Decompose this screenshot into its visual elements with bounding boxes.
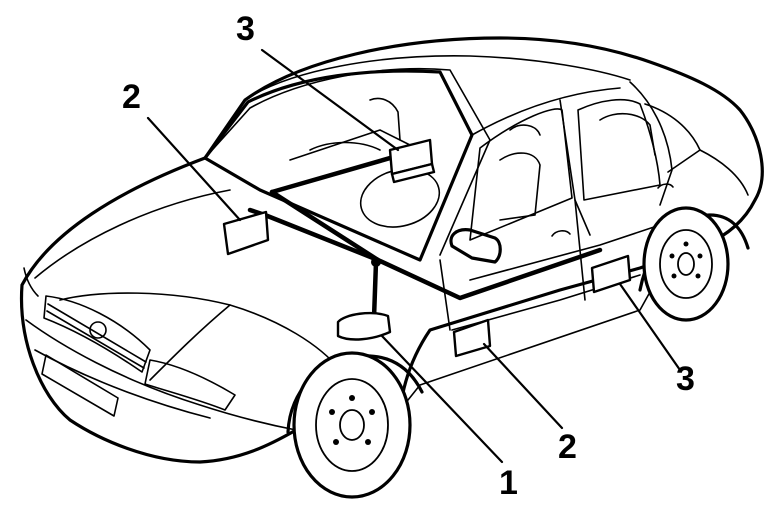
unit-2-sill [452,318,492,358]
front-wheel [292,351,412,499]
callout-label-2-left: 2 [122,78,141,116]
unit-3-rear [590,254,632,294]
car-interior [289,97,656,228]
callout-label-3-top: 3 [236,10,255,48]
rear-wheel [642,206,730,322]
unit-2-dash [222,210,270,256]
harness-junction [371,257,381,267]
control-units [222,138,632,358]
callout-label-2-bottom: 2 [558,428,577,466]
unit-1-front [336,311,392,341]
callout-label-3-right: 3 [676,360,695,398]
leader-lines [146,48,682,464]
callout-label-1-bottom: 1 [499,464,518,502]
